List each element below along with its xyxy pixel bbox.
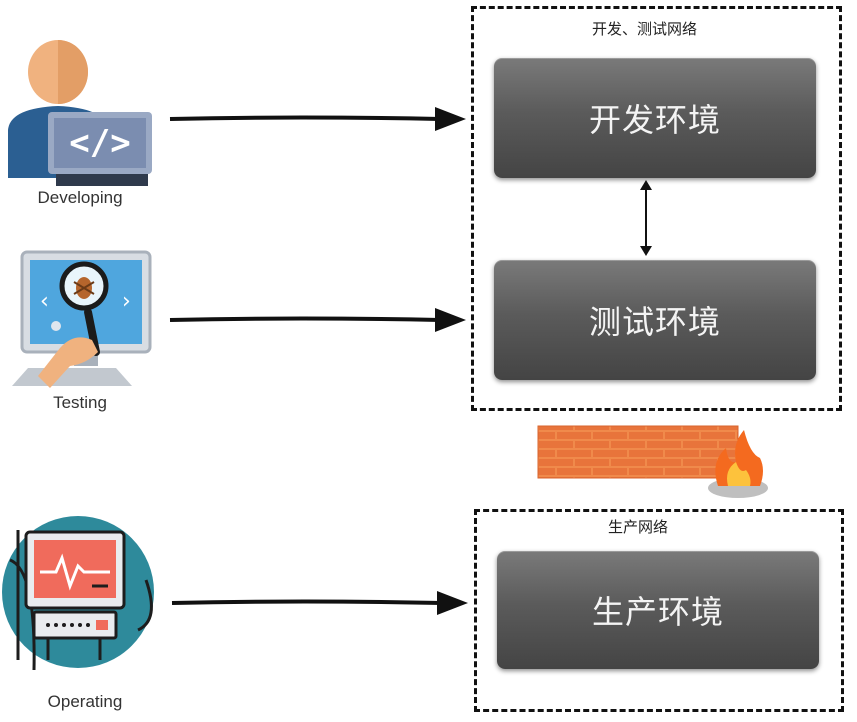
test-environment-box: 测试环境 xyxy=(494,260,816,380)
developing-label: Developing xyxy=(37,188,123,207)
production-network-zone xyxy=(474,509,844,712)
prod-environment-box: 生产环境 xyxy=(497,551,819,669)
dev-test-sync-arrow xyxy=(640,180,652,256)
dev-environment-label: 开发环境 xyxy=(588,101,721,139)
operating-label: Operating xyxy=(47,692,123,711)
prod-environment-label: 生产环境 xyxy=(591,593,724,631)
dev-test-network-zone xyxy=(471,6,842,411)
testing-label: Testing xyxy=(53,393,107,412)
testing-arrow xyxy=(169,308,466,332)
tester-role: ‹ › Testing xyxy=(0,248,160,418)
developer-laptop-icon: </> xyxy=(8,40,152,186)
dev-test-network-title: 开发、测试网络 xyxy=(592,20,698,38)
server-monitor-icon xyxy=(2,516,154,671)
developer-role: </> Developing xyxy=(0,30,160,215)
production-network-title: 生产网络 xyxy=(608,518,669,536)
operating-arrow xyxy=(171,591,468,615)
developing-arrow xyxy=(169,107,466,131)
svg-text:›: › xyxy=(122,289,131,314)
operator-role: Operating xyxy=(0,510,170,720)
firewall-icon xyxy=(537,425,768,498)
test-environment-label: 测试环境 xyxy=(588,303,721,341)
svg-text:‹: ‹ xyxy=(40,289,49,314)
dev-environment-box: 开发环境 xyxy=(494,58,816,178)
magnifier-bug-monitor-icon: ‹ › xyxy=(12,250,152,388)
svg-text:</>: </> xyxy=(69,123,130,163)
